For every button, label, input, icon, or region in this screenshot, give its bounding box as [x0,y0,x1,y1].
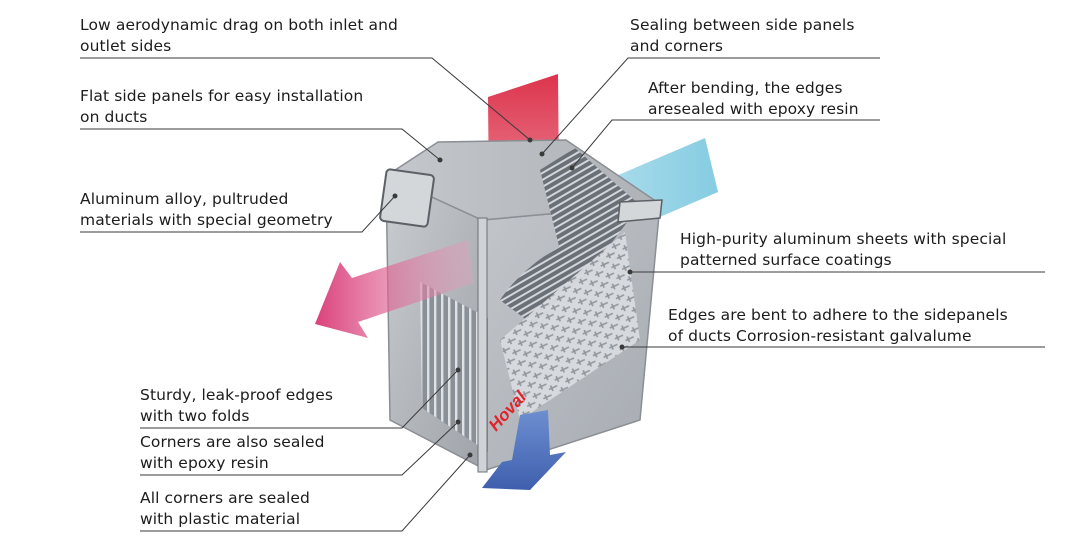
leader-aluminum-alloy [80,195,396,233]
callout-line: on ducts [80,108,148,126]
callout-line: and corners [630,37,724,55]
fin-pack-top [540,148,640,250]
leader-lines [80,57,1045,532]
callout-line: Sealing between side panels [630,16,855,34]
callout-line: Aluminum alloy, pultruded [80,190,289,208]
callout-edges-bent: Edges are bent to adhere to the sidepane… [668,305,1008,347]
leader-low-drag [80,57,531,141]
callout-line: All corners are sealed [140,489,310,507]
callout-line: materials with special geometry [80,211,333,229]
callout-line: with plastic material [140,510,301,528]
callout-corners-plastic: All corners are sealed with plastic mate… [140,488,310,530]
callout-line: with epoxy resin [140,454,269,472]
callout-line: Flat side panels for easy installation [80,87,364,105]
leader-after-bending [571,119,880,169]
callout-sealing-side: Sealing between side panels and corners [630,15,855,57]
callout-line: of ducts Corrosion-resistant galvalume [668,327,972,345]
corner-profile-top-left [379,168,435,228]
leader-flat-panels [80,128,441,161]
callout-flat-panels: Flat side panels for easy installation o… [80,86,363,128]
callout-line: outlet sides [80,37,172,55]
callout-line: Edges are bent to adhere to the sidepane… [668,306,1008,324]
callout-line: After bending, the edges [648,79,843,97]
callout-line: Sturdy, leak-proof edges [140,386,334,404]
callout-corners-epoxy: Corners are also sealed with epoxy resin [140,432,325,474]
callout-line: Corners are also sealed [140,433,325,451]
callout-line: patterned surface coatings [680,251,892,269]
leader-dots [392,137,633,458]
fin-pack-vertical [420,282,488,452]
airflow-arrow-blue [482,410,566,490]
fin-pack-curved [500,230,622,330]
patterned-plate [500,232,640,420]
callout-line: High-purity aluminum sheets with special [680,230,1007,248]
leader-corners-epoxy [140,421,459,476]
leader-corners-plastic [140,454,471,532]
corner-profile-top-right [617,199,663,223]
corner-profile-front [477,217,488,473]
callout-line: aresealed with epoxy resin [648,100,859,118]
leader-sealing-side [541,57,880,155]
callout-aluminum-alloy: Aluminum alloy, pultruded materials with… [80,189,333,231]
callout-high-purity: High-purity aluminum sheets with special… [680,229,1006,271]
callout-line: Low aerodynamic drag on both inlet and [80,16,398,34]
callout-sturdy-edges: Sturdy, leak-proof edges with two folds [140,385,333,427]
callout-after-bending: After bending, the edges aresealed with … [648,78,859,120]
callout-line: with two folds [140,407,250,425]
airflow-arrow-magenta [315,240,474,338]
callout-low-drag: Low aerodynamic drag on both inlet and o… [80,15,398,57]
leader-sturdy-edges [140,369,459,429]
